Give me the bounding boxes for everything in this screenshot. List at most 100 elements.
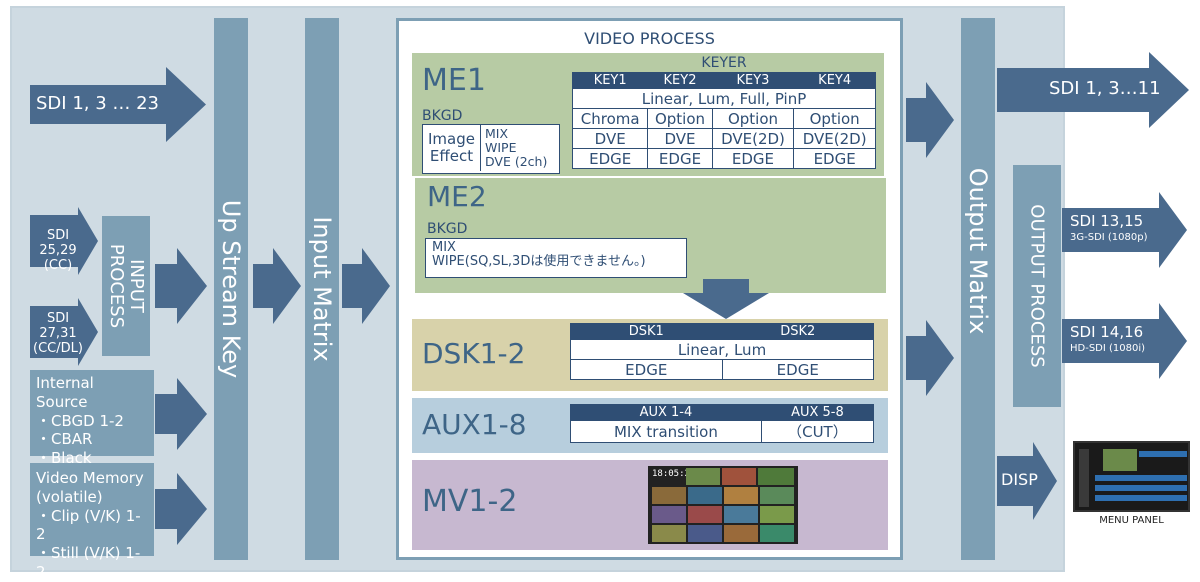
sdi-main-input-label: SDI 1, 3 … 23: [36, 93, 160, 114]
dsk1-edge: EDGE: [570, 359, 723, 380]
aux-table: AUX 1-4 AUX 5-8 MIX transition （CUT）: [570, 404, 875, 443]
me1-section: ME1 BKGD Image Effect MIX WIPE DVE (2ch)…: [412, 53, 886, 178]
output-matrix-label: Output Matrix: [964, 167, 992, 335]
mv-tile: [686, 468, 720, 485]
key2-dve: DVE: [647, 128, 713, 149]
video-process-to-output-arrow-1: [906, 82, 954, 158]
me2-bkgd-modes: MIX WIPE(SQ,SL,3Dは使用できません。): [425, 238, 687, 278]
mv-tile: [722, 468, 756, 485]
mv-section: MV1-2 18:05:29: [412, 460, 888, 550]
output-process-block: OUTPUT PROCESS: [1013, 165, 1061, 407]
key4-option: Option: [793, 108, 876, 129]
sdi-14-output-label: SDI 14,16: [1070, 323, 1144, 341]
input-matrix-bar: Input Matrix: [305, 18, 339, 560]
menu-panel-image: [1073, 441, 1190, 512]
sdi-25-input-arrow: SDI 25,29(CC): [30, 207, 98, 275]
mv-tile: [724, 487, 758, 504]
mv-tile: [724, 525, 758, 542]
key3-header: KEY3: [711, 72, 795, 89]
menu-panel-bar: [1095, 485, 1187, 491]
mv-tile: [688, 525, 722, 542]
mv-tile: [724, 506, 758, 523]
output-process-label: OUTPUT PROCESS: [1026, 204, 1048, 368]
output-matrix-bar: Output Matrix: [961, 18, 995, 560]
disp-output-label: DISP: [1001, 470, 1038, 489]
mv-tile: [760, 525, 794, 542]
me1-bkgd-label: BKGD: [422, 108, 463, 124]
me1-bkgd-modes: MIX WIPE DVE (2ch): [485, 126, 548, 169]
mv-tile: [652, 487, 686, 504]
me2-section: ME2 BKGD MIX WIPE(SQ,SL,3Dは使用できません。): [415, 176, 886, 293]
me2-title: ME2: [427, 180, 487, 213]
key3-dve: DVE(2D): [711, 128, 795, 149]
key1-option: Chroma: [571, 108, 649, 129]
sdi-13-output-label: SDI 13,15: [1070, 212, 1144, 230]
aux-5-8-header: AUX 5-8: [760, 404, 875, 421]
key-types-cell: Linear, Lum, Full, PinP: [572, 88, 876, 109]
multiviewer-thumbnail: 18:05:29: [648, 466, 798, 544]
sdi-27-input-arrow: SDI 27,31(CC/DL): [30, 298, 98, 366]
dsk-section: DSK1-2 DSK1 DSK2 Linear, Lum EDGE EDGE: [412, 319, 888, 391]
mv-tile: [758, 468, 794, 485]
dsk-types-cell: Linear, Lum: [570, 339, 874, 360]
up-stream-key-bar: Up Stream Key: [214, 18, 248, 560]
key1-dve: DVE: [571, 128, 649, 149]
key2-edge: EDGE: [647, 148, 713, 169]
sdi-25-input-label: SDI 25,29(CC): [39, 228, 77, 273]
key4-edge: EDGE: [793, 148, 876, 169]
menu-panel-sidebar: [1079, 449, 1089, 507]
dsk1-header: DSK1: [570, 323, 723, 340]
me2-bkgd-label: BKGD: [427, 221, 468, 237]
dsk2-header: DSK2: [721, 323, 874, 340]
me1-bkgd-box: Image Effect MIX WIPE DVE (2ch): [422, 124, 560, 174]
mv-tile: [688, 487, 722, 504]
me1-image-effect: Image Effect: [423, 125, 481, 171]
dsk-table: DSK1 DSK2 Linear, Lum EDGE EDGE: [570, 323, 874, 380]
aux-title: AUX1-8: [422, 408, 527, 441]
key1-edge: EDGE: [571, 148, 649, 169]
me-to-dsk-arrow: [683, 279, 769, 319]
up-stream-key-label: Up Stream Key: [217, 199, 245, 379]
input-process-label-1: INPUT: [125, 259, 147, 313]
dsk-title: DSK1-2: [422, 337, 526, 370]
disp-output-arrow: DISP: [997, 442, 1057, 520]
input-process-block: INPUT PROCESS: [102, 216, 150, 356]
menu-panel-preview: [1103, 449, 1137, 471]
mv-clock: 18:05:29: [652, 469, 696, 479]
keyer-table: KEY1 KEY2 KEY3 KEY4 Linear, Lum, Full, P…: [571, 72, 876, 169]
menu-panel-label: MENU PANEL: [1099, 515, 1164, 526]
menu-panel-bar: [1095, 475, 1187, 481]
key3-edge: EDGE: [711, 148, 795, 169]
key2-header: KEY2: [647, 72, 713, 89]
mv-tile: [652, 506, 686, 523]
usk-to-input-matrix-arrow: [253, 248, 301, 324]
video-memory-arrow: [155, 473, 207, 545]
key2-option: Option: [647, 108, 713, 129]
menu-panel-bar: [1139, 451, 1187, 457]
input-process-label-2: PROCESS: [106, 243, 127, 329]
internal-source-arrow: [155, 378, 207, 450]
aux-1-4-header: AUX 1-4: [570, 404, 762, 421]
video-process-to-output-arrow-2: [906, 320, 954, 396]
sdi-13-output-format: 3G-SDI (1080p): [1070, 232, 1148, 243]
menu-panel-bar: [1095, 495, 1187, 501]
mv-tile: [760, 506, 794, 523]
me1-title: ME1: [422, 63, 486, 98]
sdi-13-output-arrow: SDI 13,15 3G-SDI (1080p): [1062, 192, 1187, 268]
dsk2-edge: EDGE: [721, 359, 874, 380]
mv-tile: [760, 487, 794, 504]
key4-header: KEY4: [793, 72, 876, 89]
video-process-title: VIDEO PROCESS: [584, 29, 715, 48]
aux-section: AUX1-8 AUX 1-4 AUX 5-8 MIX transition （C…: [412, 398, 888, 453]
mv-tile: [688, 506, 722, 523]
internal-source-block: Internal Source ・CBGD 1-2 ・CBAR ・Black: [30, 370, 154, 467]
sdi-14-output-arrow: SDI 14,16 HD-SDI (1080i): [1062, 303, 1187, 379]
key3-option: Option: [711, 108, 795, 129]
video-process-block: VIDEO PROCESS ME2 BKGD MIX WIPE(SQ,SL,3D…: [396, 18, 903, 560]
sdi-14-output-format: HD-SDI (1080i): [1070, 343, 1146, 354]
input-matrix-to-video-process-arrow: [342, 248, 390, 324]
key1-header: KEY1: [571, 72, 649, 89]
sdi-27-input-label: SDI 27,31(CC/DL): [33, 311, 83, 356]
video-memory-block: Video Memory (volatile) ・Clip (V/K) 1-2 …: [30, 463, 154, 581]
input-matrix-label: Input Matrix: [308, 216, 336, 362]
